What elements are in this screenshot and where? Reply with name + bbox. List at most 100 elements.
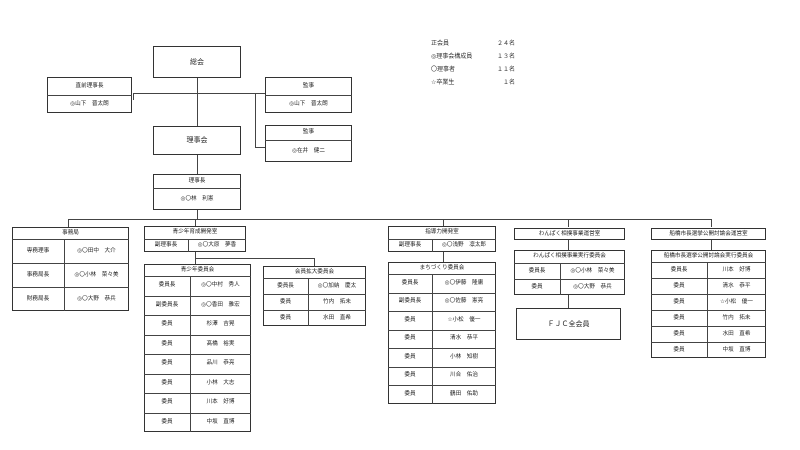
youth-committee-table-role: 委員 bbox=[161, 360, 173, 367]
youth-committee-table-row-divider bbox=[144, 315, 251, 316]
membership-committee-table-role: 委員 bbox=[279, 314, 292, 321]
mayor-committee-table-member: 中坂 直博 bbox=[722, 346, 751, 353]
wanpaku-office-title: わんぱく相撲事業運営室 bbox=[538, 230, 601, 237]
fjc-all-members-box bbox=[516, 308, 621, 340]
mayor-committee-table-row-divider bbox=[651, 278, 766, 279]
machizukuri-committee-table-member: 鶴田 佑助 bbox=[450, 390, 478, 397]
youth-committee-table-title-divider bbox=[144, 276, 251, 277]
auditor-box-1-member: ◎山下 晋太朗 bbox=[289, 100, 328, 107]
wanpaku-committee-table-role: 委員 bbox=[531, 283, 543, 290]
leadership-office-head-member: ◎〇浅野 凛太郎 bbox=[441, 242, 487, 249]
mayor-committee-table-row-divider bbox=[651, 310, 766, 311]
direct-director-box-title: 直前理事長 bbox=[75, 82, 104, 89]
membership-committee-table-member: ◎〇加納 慶太 bbox=[317, 282, 357, 289]
wanpaku-committee-table-member: ◎〇大野 恭兵 bbox=[573, 283, 612, 290]
mayor-committee-table-title-divider bbox=[651, 262, 766, 263]
membership-committee-table-member: 竹内 拓未 bbox=[323, 298, 351, 305]
machizukuri-committee-table-role: 副委員長 bbox=[398, 298, 422, 305]
legend-value: １１名 bbox=[496, 66, 515, 73]
legend-label: 正会員 bbox=[431, 40, 450, 47]
machizukuri-committee-table-row-divider bbox=[388, 385, 496, 386]
machizukuri-committee-table-row-divider bbox=[388, 311, 496, 312]
leadership-office-head-role: 副理事長 bbox=[398, 242, 422, 249]
youth-committee-table-member: 川本 好博 bbox=[206, 399, 235, 406]
youth-office-divider bbox=[144, 239, 246, 240]
machizukuri-committee-table-role: 委員 bbox=[404, 353, 416, 360]
mayor-committee-table-title: 船橋市長選挙公開討論会実行委員会 bbox=[663, 252, 754, 259]
youth-office-head-member: ◎〇大原 夢香 bbox=[197, 242, 237, 249]
secretariat-table-col-divider bbox=[64, 239, 65, 311]
machizukuri-committee-table-row-divider bbox=[388, 329, 496, 331]
machizukuri-committee-table bbox=[388, 262, 496, 404]
connector-board-president bbox=[197, 155, 198, 174]
secretariat-table-title: 事務局 bbox=[62, 229, 79, 236]
youth-committee-table-role: 委員 bbox=[161, 321, 173, 328]
connector-wanpaku-committee bbox=[568, 240, 569, 250]
connector-membership bbox=[195, 258, 315, 259]
legend-label: 〇理事者 bbox=[431, 66, 456, 73]
mayor-committee-table-role: 委員長 bbox=[670, 266, 688, 273]
wanpaku-office-box bbox=[514, 228, 625, 240]
direct-director-box-divider bbox=[47, 95, 132, 96]
youth-office-head-role: 副理事長 bbox=[154, 242, 178, 249]
machizukuri-committee-table-role: 委員 bbox=[404, 390, 416, 397]
machizukuri-committee-table-member: ◎〇伊藤 隆庸 bbox=[444, 279, 484, 286]
connector-fjc bbox=[568, 295, 569, 308]
legend-label: ☆卒業生 bbox=[431, 79, 455, 86]
youth-office-title: 青少年育成開発室 bbox=[172, 229, 218, 236]
youth-committee-table-member: 小林 大志 bbox=[206, 379, 235, 386]
youth-committee-table-role: 委員 bbox=[161, 418, 173, 425]
general-assembly-box bbox=[153, 46, 241, 78]
secretariat-table-member: ◎〇小林 菜々美 bbox=[74, 271, 119, 278]
mayor-committee-table-row-divider bbox=[651, 342, 766, 343]
youth-committee-table-row-divider bbox=[144, 354, 251, 355]
youth-committee-table-role: 委員 bbox=[161, 379, 173, 386]
connector-membership-drop bbox=[314, 258, 315, 266]
mayor-committee-table-member: 竹内 拓未 bbox=[722, 314, 751, 321]
youth-office-col-divider bbox=[188, 239, 189, 252]
connector-leadership-committee bbox=[443, 252, 444, 262]
connector-branch-drop bbox=[568, 219, 569, 227]
secretariat-table-role: 専務理事 bbox=[26, 247, 50, 254]
youth-committee-table-member: ◎〇中村 秀人 bbox=[201, 282, 240, 289]
president-box bbox=[153, 174, 241, 210]
connector-auditor2 bbox=[255, 147, 265, 148]
youth-committee-table-row-divider bbox=[144, 295, 251, 297]
membership-committee-table-row-divider bbox=[263, 310, 366, 311]
mayor-office-box bbox=[651, 228, 766, 240]
machizukuri-committee-table-member: 川合 佑治 bbox=[450, 372, 478, 379]
leadership-office-title: 指導力開発室 bbox=[425, 229, 459, 236]
connector-advisors bbox=[133, 93, 266, 94]
secretariat-table-row-divider bbox=[12, 263, 129, 264]
machizukuri-committee-table-role: 委員長 bbox=[401, 279, 419, 286]
machizukuri-committee-table-role: 委員 bbox=[404, 335, 416, 342]
machizukuri-committee-table-row-divider bbox=[388, 348, 496, 349]
wanpaku-committee-table-row-divider bbox=[514, 279, 625, 280]
auditor-box-1-divider bbox=[265, 95, 352, 96]
membership-committee-table-title-divider bbox=[263, 278, 366, 279]
youth-committee-table-member: 中坂 直博 bbox=[206, 418, 235, 425]
secretariat-table-member: ◎〇大野 恭兵 bbox=[77, 295, 116, 302]
mayor-committee-table-role: 委員 bbox=[673, 346, 685, 353]
membership-committee-table-role: 委員 bbox=[279, 298, 292, 305]
youth-committee-table-row-divider bbox=[144, 393, 251, 394]
machizukuri-committee-table-member: ☆小松 優一 bbox=[447, 316, 481, 323]
machizukuri-committee-table-member: ◎〇佐藤 憲亮 bbox=[444, 298, 484, 305]
membership-committee-table-title: 会員拡大委員会 bbox=[294, 268, 335, 275]
wanpaku-committee-table-member: ◎〇小林 菜々美 bbox=[570, 267, 615, 274]
membership-committee-table-col-divider bbox=[308, 278, 309, 326]
mayor-committee-table-member: 水田 直希 bbox=[722, 330, 751, 337]
board-box bbox=[153, 126, 241, 155]
secretariat-table-role: 財務局長 bbox=[26, 295, 50, 302]
fjc-all-members-label: ＦＪＣ全会員 bbox=[547, 319, 590, 328]
mayor-committee-table-role: 委員 bbox=[673, 330, 685, 337]
mayor-committee-table-row-divider bbox=[651, 326, 766, 327]
legend-label: ◎理事会構成員 bbox=[431, 53, 473, 60]
youth-committee-table-role: 委員長 bbox=[158, 282, 176, 289]
legend-value: ２４名 bbox=[496, 40, 515, 47]
mayor-committee-table-role: 委員 bbox=[673, 282, 685, 289]
membership-committee-table-role: 委員長 bbox=[277, 282, 294, 289]
youth-committee-table-row-divider bbox=[144, 373, 251, 375]
